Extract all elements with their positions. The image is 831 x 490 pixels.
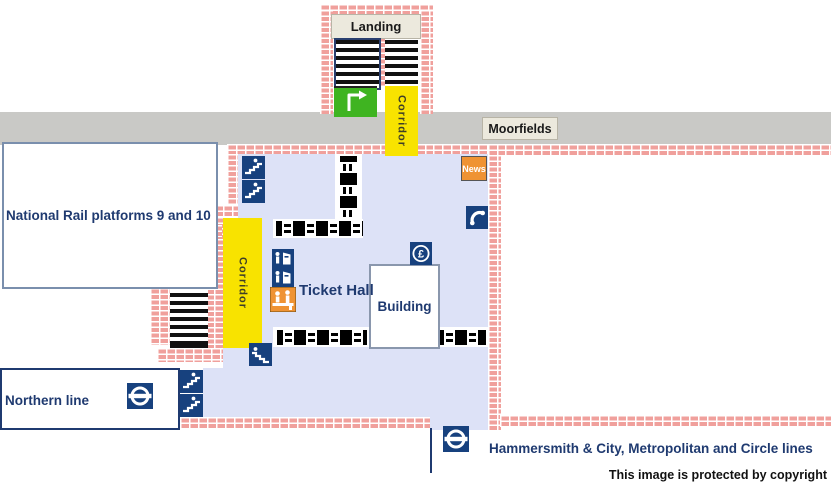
northern-line-text: Northern line (5, 393, 90, 408)
building-box: Building (369, 264, 440, 349)
ticket-gates-icon (438, 330, 486, 345)
news-text: News (462, 163, 486, 174)
copyright-text: This image is protected by copyright (608, 468, 827, 482)
brick-wall (150, 277, 170, 345)
pound-symbol: £ (418, 249, 424, 261)
corridor-left-text: Corridor (236, 257, 249, 309)
northern-line-box: Northern line (0, 368, 180, 430)
ticket-gates-icon (340, 156, 357, 218)
building-text: Building (377, 299, 432, 314)
brick-wall (488, 144, 501, 430)
landing-text: Landing (350, 19, 402, 34)
roundel-icon (127, 383, 153, 409)
corridor-left: Corridor (223, 218, 262, 348)
ticket-machine-icon (272, 249, 294, 268)
brick-wall (227, 144, 433, 154)
moorfields-label: Moorfields (482, 117, 558, 140)
corridor-upper: Corridor (385, 86, 418, 156)
brick-wall (320, 10, 333, 114)
pound-ticket-machine-icon: £ (410, 242, 432, 265)
ticket-machine-icon (272, 268, 294, 287)
brick-wall (320, 4, 433, 14)
ticket-gates-icon (277, 330, 367, 345)
telephone-icon (466, 206, 488, 229)
ticket-gates-icon (276, 221, 363, 236)
brick-wall (377, 36, 385, 86)
stairs-landing-right (385, 40, 418, 86)
escalator-icon (242, 180, 265, 203)
corridor-upper-text: Corridor (395, 95, 408, 147)
brick-wall (227, 154, 238, 205)
way-out-icon (334, 86, 377, 117)
brick-wall (500, 415, 831, 427)
wall-line (430, 428, 432, 473)
escalator-icon (180, 394, 203, 417)
stairs-icon (249, 343, 272, 366)
landing-label: Landing (331, 14, 421, 39)
roundel-icon (443, 426, 469, 452)
brick-wall (420, 10, 433, 114)
stairs-landing-left (334, 38, 381, 90)
national-rail-box: National Rail platforms 9 and 10 (2, 142, 218, 289)
moorfields-text: Moorfields (488, 121, 552, 136)
brick-wall (157, 348, 223, 362)
brick-wall (433, 144, 831, 155)
hc-lines-label: Hammersmith & City, Metropolitan and Cir… (489, 441, 813, 456)
brick-wall (180, 417, 430, 429)
news-kiosk: News (461, 156, 487, 181)
ticket-hall-label: Ticket Hall (299, 282, 374, 299)
escalator-icon (180, 370, 203, 393)
national-rail-text: National Rail platforms 9 and 10 (6, 208, 211, 223)
ticket-hall-floor (203, 368, 238, 417)
ticket-office-icon (270, 287, 296, 312)
escalator-icon (242, 156, 265, 179)
